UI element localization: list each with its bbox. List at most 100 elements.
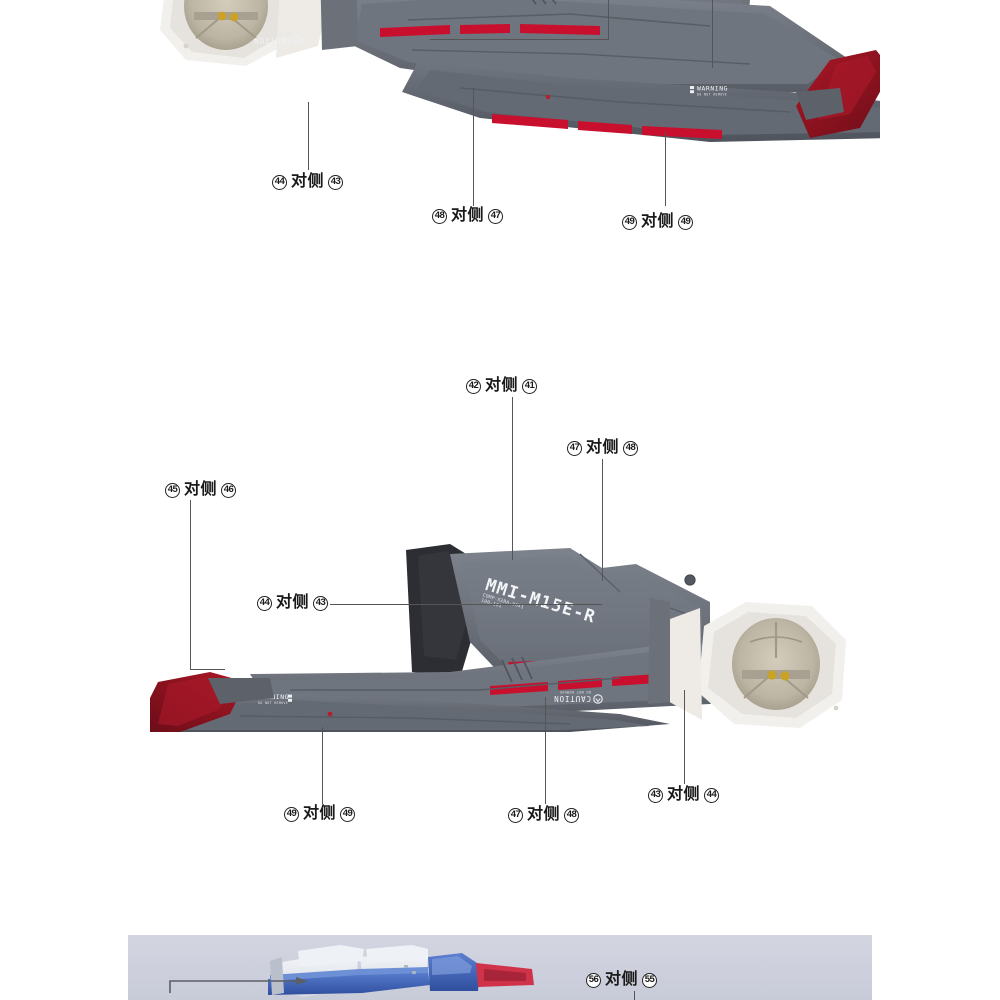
svg-text:DO NOT REMOVE: DO NOT REMOVE (258, 701, 288, 705)
leader-line-c10 (684, 690, 686, 784)
vent-slashes (501, 656, 533, 683)
leader-line-offpage-b (712, 0, 714, 68)
svg-text:CAUTION: CAUTION (553, 694, 591, 703)
leader-line-photo-left (169, 980, 304, 993)
svg-text:CAUTION: CAUTION (253, 36, 291, 45)
leader-line-c9 (545, 697, 547, 804)
nozzle-mount (648, 598, 670, 704)
mid-hull-face (262, 650, 762, 708)
callout-45-46: 45 对侧 46 (165, 481, 237, 498)
callout-49-49-main: 49 对侧 49 (284, 805, 356, 822)
callout-label: 对侧 (667, 786, 701, 803)
callout-label: 对侧 (184, 481, 218, 498)
wing-joint (208, 678, 274, 704)
callout-number-left: 48 (432, 208, 447, 224)
callout-label: 对侧 (485, 377, 519, 394)
callout-number-right: 47 (488, 208, 504, 224)
vent-slashes (531, 0, 557, 5)
mid-hull-face (356, 0, 840, 84)
callout-number-right: 43 (313, 595, 329, 611)
panel-line (579, 553, 621, 593)
armor-white-top2 (366, 945, 428, 963)
leader-line-offpage-a-h (430, 39, 609, 41)
callout-number-left: 43 (648, 787, 663, 803)
leader-arrow-photo-left (296, 977, 308, 985)
leader-line-c6-v (190, 500, 192, 670)
panel-line (290, 677, 621, 691)
thruster-nozzle-assembly (656, 602, 846, 728)
callout-56-55: 56 对侧 55 (586, 971, 658, 988)
decal-caution-lower: CAUTION DO NOT REMOVE (553, 690, 603, 704)
callout-number-right: 55 (642, 972, 658, 988)
callout-number-right: 46 (221, 482, 237, 498)
callout-number-left: 45 (165, 482, 180, 498)
nozzle-gold-pin (217, 11, 227, 21)
barrel-red-inner (484, 969, 526, 981)
leader-line-c4 (512, 397, 514, 560)
callout-number-left: 56 (586, 972, 601, 988)
callout-number-left: 42 (466, 378, 481, 394)
red-stripe-lower (492, 114, 722, 139)
callout-47-48-upper: 47 对侧 48 (567, 440, 639, 456)
svg-text:DO NOT REMOVE: DO NOT REMOVE (697, 92, 727, 96)
leader-line-offpage-a (608, 0, 610, 40)
figure-top-flight-unit: CAUTION DO NOT REMOVE (150, 0, 880, 152)
red-stripe-mid (380, 24, 600, 37)
callout-number-left: 47 (567, 440, 582, 456)
leader-line-c11 (634, 991, 636, 1000)
callout-label: 对侧 (276, 594, 310, 611)
callout-number-left: 49 (622, 214, 637, 230)
callout-number-right: 49 (678, 214, 694, 230)
panel-line (407, 13, 711, 27)
leader-line-c6-h (190, 669, 225, 671)
callout-number-left: 44 (272, 174, 287, 190)
wing-joint (796, 88, 844, 120)
upper-hull-highlight (462, 556, 702, 676)
thruster-nozzle-assembly (160, 0, 328, 66)
panel-line (459, 87, 791, 113)
lower-hull-face (416, 70, 880, 135)
callout-label: 对侧 (303, 805, 337, 822)
callout-number-right: 41 (522, 378, 538, 394)
figure-main-flight-unit: MMI-M15E-R COMP-X2RA-V0X1 100-101 CAUTIO… (150, 492, 870, 732)
callout-label: 对侧 (291, 173, 325, 190)
callout-number-right: 48 (623, 440, 639, 456)
callout-number-left: 49 (284, 806, 299, 822)
svg-text:DO NOT REMOVE: DO NOT REMOVE (559, 690, 591, 694)
panel-line (239, 715, 571, 725)
block-blue-right-hl (432, 956, 472, 975)
callout-label: 对侧 (527, 806, 561, 823)
leader-line-c5 (602, 459, 604, 581)
marker-dot (545, 94, 551, 100)
marker-dot (327, 711, 333, 717)
nozzle-mount (320, 0, 358, 50)
leader-line-c2 (473, 88, 475, 206)
nozzle-collar (276, 0, 328, 58)
nozzle-gold-pin (767, 670, 777, 680)
armor-white-top (298, 945, 364, 967)
leader-line-c7-h (330, 604, 602, 606)
leader-line-c3 (665, 132, 667, 206)
callout-number-left: 44 (257, 595, 272, 611)
hull-port (684, 574, 696, 586)
svg-text:WARNING: WARNING (697, 85, 728, 93)
leader-line-c8 (322, 727, 324, 804)
svg-text:DO NOT REMOVE: DO NOT REMOVE (259, 32, 291, 36)
decal-caution-lower: CAUTION DO NOT REMOVE (253, 32, 303, 46)
figure-bottom-photo-panel (128, 935, 872, 1000)
callout-number-right: 48 (564, 807, 580, 823)
callout-44-43-top: 44 对侧 43 (272, 173, 344, 190)
nozzle-gold-pin (780, 671, 790, 681)
callout-44-43-main: 44 对侧 43 (257, 594, 329, 611)
callout-number-right: 44 (704, 787, 720, 803)
callout-number-right: 49 (340, 806, 356, 822)
callout-label: 对侧 (605, 971, 639, 988)
callout-number-left: 47 (508, 807, 523, 823)
armor-edge (270, 957, 284, 995)
callout-label: 对侧 (451, 207, 485, 224)
leader-line-c1 (308, 102, 310, 170)
panel-line (411, 49, 751, 65)
callout-47-48-lower: 47 对侧 48 (508, 806, 580, 823)
callout-42-41: 42 对侧 41 (466, 377, 538, 394)
